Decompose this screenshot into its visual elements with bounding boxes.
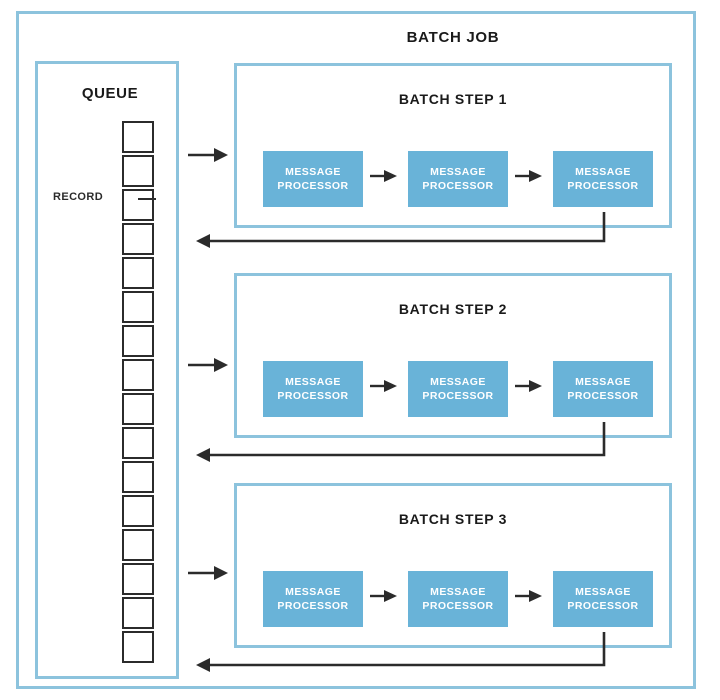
record-box [122,291,154,323]
record-box [122,223,154,255]
record-box [122,393,154,425]
message-processor: MESSAGE PROCESSOR [553,151,653,207]
processor-line-1: MESSAGE [430,375,486,388]
processor-line-1: MESSAGE [285,585,341,598]
processor-line-1: MESSAGE [430,585,486,598]
processor-line-2: PROCESSOR [277,390,349,402]
record-box [122,563,154,595]
message-processor: MESSAGE PROCESSOR [408,361,508,417]
record-label: RECORD [53,191,104,203]
processor-line-2: PROCESSOR [567,390,639,402]
record-column [122,121,156,665]
batch-step-1-title: BATCH STEP 1 [398,91,508,107]
message-processor: MESSAGE PROCESSOR [408,571,508,627]
processor-line-2: PROCESSOR [422,180,494,192]
message-processor: MESSAGE PROCESSOR [408,151,508,207]
batch-step-1: BATCH STEP 1 MESSAGE PROCESSOR MESSAGE P… [234,63,672,228]
record-box [122,257,154,289]
record-box [122,155,154,187]
processor-line-1: MESSAGE [575,165,631,178]
record-box [122,359,154,391]
batch-step-2-title: BATCH STEP 2 [398,301,508,317]
batch-step-2: BATCH STEP 2 MESSAGE PROCESSOR MESSAGE P… [234,273,672,438]
message-processor: MESSAGE PROCESSOR [263,361,363,417]
processor-line-1: MESSAGE [285,165,341,178]
processor-line-2: PROCESSOR [567,180,639,192]
processor-line-2: PROCESSOR [422,390,494,402]
record-box [122,631,154,663]
message-processor: MESSAGE PROCESSOR [553,571,653,627]
record-box [122,495,154,527]
queue-title: QUEUE [81,85,139,102]
record-box [122,325,154,357]
processor-line-1: MESSAGE [575,585,631,598]
processor-line-1: MESSAGE [285,375,341,388]
record-box [122,121,154,153]
processor-line-2: PROCESSOR [277,180,349,192]
batch-step-3-title: BATCH STEP 3 [398,511,508,527]
processor-line-2: PROCESSOR [422,600,494,612]
processor-line-2: PROCESSOR [277,600,349,612]
record-box [122,597,154,629]
message-processor: MESSAGE PROCESSOR [263,151,363,207]
record-leader-line [138,198,156,200]
message-processor: MESSAGE PROCESSOR [263,571,363,627]
processor-line-1: MESSAGE [430,165,486,178]
record-box [122,461,154,493]
message-processor: MESSAGE PROCESSOR [553,361,653,417]
record-box [122,427,154,459]
processor-line-1: MESSAGE [575,375,631,388]
batch-job-title: BATCH JOB [406,29,500,46]
record-box [122,189,154,221]
batch-step-3: BATCH STEP 3 MESSAGE PROCESSOR MESSAGE P… [234,483,672,648]
record-box [122,529,154,561]
queue-container: QUEUE RECORD [35,61,179,679]
processor-line-2: PROCESSOR [567,600,639,612]
